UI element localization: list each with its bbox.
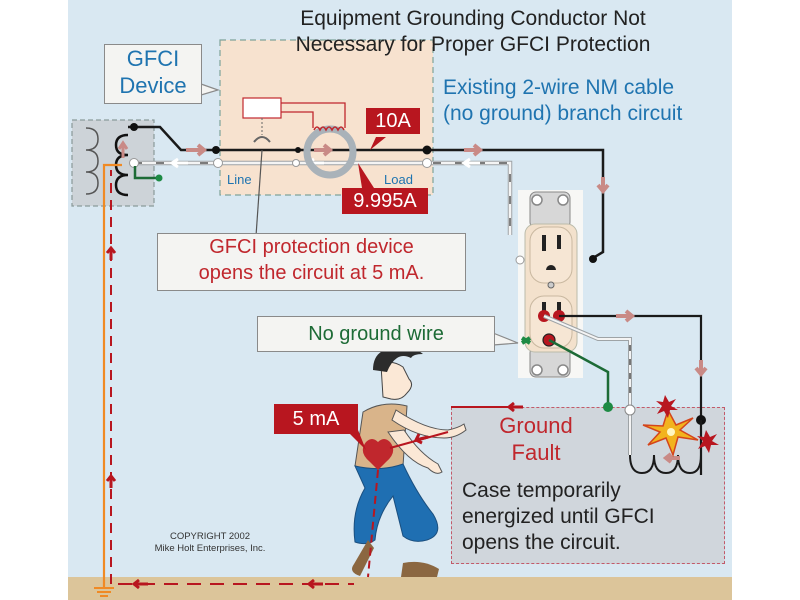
no-ground-wire-text: No ground wire	[308, 323, 444, 345]
existing-cable-label-line-1: Existing 2-wire NM cable	[443, 76, 675, 99]
gfci-protection-callout: GFCI protection device opens the circuit…	[157, 233, 466, 291]
hot-current-tag: 10A	[366, 108, 420, 134]
neutral-current-tag: 9.995A	[342, 188, 428, 214]
no-ground-wire-callout: No ground wire	[257, 316, 495, 352]
gfci-protection-callout-line-2: opens the circuit at 5 mA.	[198, 262, 425, 284]
existing-cable-label: Existing 2-wire NM cable (no ground) bra…	[443, 75, 682, 127]
gfci-sensing-coil-icon	[242, 97, 357, 179]
case-energized-line-2: energized until GFCI	[462, 505, 655, 528]
earth-ground-strip	[68, 577, 732, 600]
ground-fault-label-line-2: Fault	[511, 440, 561, 465]
ground-fault-label-line-1: Ground	[499, 413, 573, 438]
title-line-2: Necessary for Proper GFCI Protection	[295, 33, 651, 56]
grounding-electrode-conductor	[102, 163, 122, 588]
load-terminal-label: Load	[384, 172, 413, 187]
copyright-line-2: Mike Holt Enterprises, Inc.	[154, 543, 266, 554]
existing-cable-label-line-2: (no ground) branch circuit	[443, 102, 683, 125]
case-energized-note: Case temporarily energized until GFCI op…	[462, 478, 655, 556]
hot-conductor	[128, 125, 605, 197]
gfci-device-callout: GFCI Device	[104, 44, 202, 104]
copyright-notice: COPYRIGHT 2002 Mike Holt Enterprises, In…	[130, 531, 290, 555]
copyright-line-1: COPYRIGHT 2002	[169, 531, 251, 542]
gfci-device-callout-line-2: Device	[119, 73, 187, 98]
line-terminal-label: Line	[227, 172, 252, 187]
gfci-protection-callout-line-1: GFCI protection device	[209, 236, 414, 258]
ground-symbol-icon	[94, 587, 114, 597]
diagram-canvas: Equipment Grounding Conductor Not Necess…	[68, 0, 732, 600]
ground-fault-label: Ground Fault	[476, 412, 596, 466]
gfci-device-callout-line-1: GFCI	[126, 46, 180, 71]
duplex-receptacle-icon	[518, 190, 583, 378]
person-icon	[352, 346, 467, 577]
case-energized-line-1: Case temporarily	[462, 479, 621, 502]
title-line-1: Equipment Grounding Conductor Not	[300, 7, 646, 30]
diagram-title: Equipment Grounding Conductor Not Necess…	[243, 6, 703, 58]
heart-icon	[362, 439, 394, 470]
spark-icon	[642, 395, 719, 458]
body-current-tag: 5 mA	[274, 404, 358, 434]
case-energized-line-3: opens the circuit.	[462, 531, 621, 554]
